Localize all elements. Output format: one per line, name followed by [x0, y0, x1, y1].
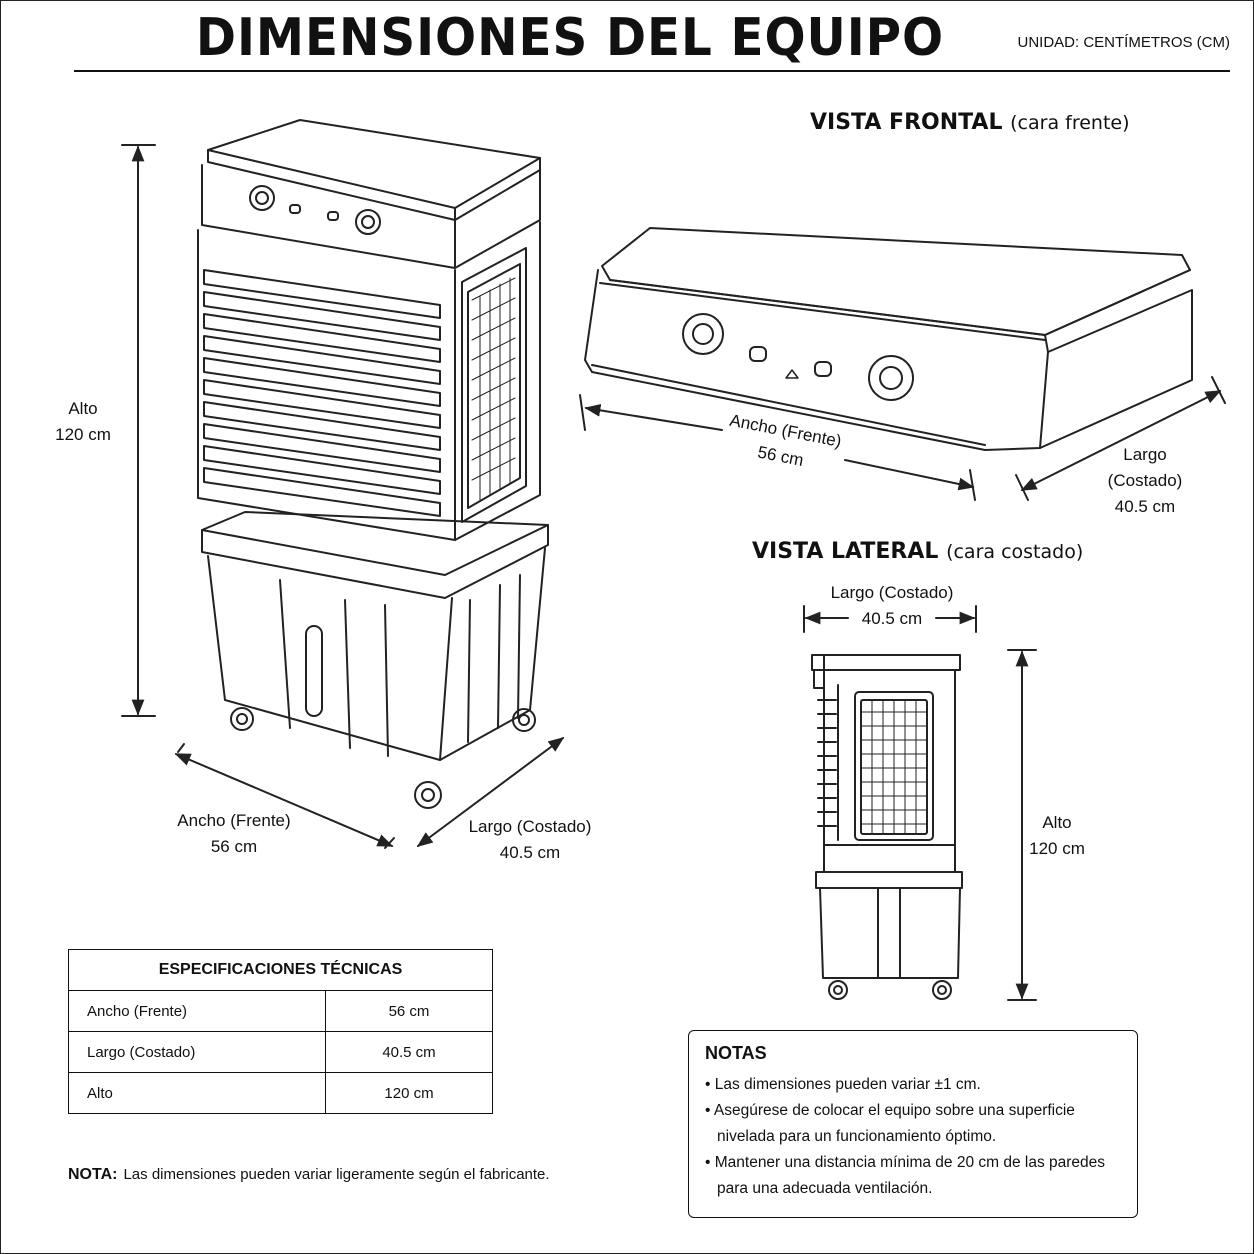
spec-table: ESPECIFICACIONES TÉCNICAS Ancho (Frente)… — [68, 949, 493, 1114]
main-cooler-drawing — [197, 119, 549, 809]
front-view-title: VISTA FRONTAL (cara frente) — [810, 110, 1130, 135]
spec-table-title: ESPECIFICACIONES TÉCNICAS — [68, 949, 493, 991]
table-row: Ancho (Frente) 56 cm — [68, 990, 493, 1032]
list-item: Las dimensiones pueden variar ±1 cm. — [705, 1072, 1121, 1098]
notes-box: NOTAS Las dimensiones pueden variar ±1 c… — [688, 1030, 1138, 1218]
notes-list: Las dimensiones pueden variar ±1 cm. Ase… — [705, 1072, 1121, 1202]
side-view-title: VISTA LATERAL (cara costado) — [752, 539, 1084, 564]
table-row: Largo (Costado) 40.5 cm — [68, 1031, 493, 1073]
spec-label: Largo (Costado) — [68, 1031, 326, 1073]
side-alto-label: Alto 120 cm — [1029, 813, 1085, 858]
side-view-dimension-lines — [803, 605, 1037, 1001]
table-row: Alto 120 cm — [68, 1072, 493, 1114]
spec-value: 56 cm — [325, 990, 493, 1032]
main-alto-label: Alto 120 cm — [55, 399, 111, 444]
page-title: DIMENSIONES DEL EQUIPO — [195, 8, 945, 68]
header-rule — [74, 70, 1230, 72]
side-view-drawing — [811, 654, 963, 1000]
main-dimension-lines — [121, 144, 565, 849]
spec-value: 120 cm — [325, 1072, 493, 1114]
list-item: Mantener una distancia mínima de 20 cm d… — [705, 1150, 1121, 1202]
front-view-dimension-lines — [579, 376, 1226, 501]
unit-label: UNIDAD: CENTÍMETROS (CM) — [1017, 34, 1231, 51]
main-largo-label: Largo (Costado) 40.5 cm — [468, 817, 592, 862]
front-view-drawing — [584, 227, 1193, 451]
side-largo-label: Largo (Costado) 40.5 cm — [830, 583, 954, 628]
front-largo-label: Largo (Costado) 40.5 cm — [1107, 445, 1183, 516]
spec-value: 40.5 cm — [325, 1031, 493, 1073]
notes-title: NOTAS — [705, 1043, 767, 1063]
spec-label: Ancho (Frente) — [68, 990, 326, 1032]
main-ancho-label: Ancho (Frente) 56 cm — [177, 811, 291, 856]
footnote: NOTA: Las dimensiones pueden variar liger… — [68, 1166, 550, 1184]
list-item: Asegúrese de colocar el equipo sobre una… — [705, 1098, 1121, 1150]
spec-label: Alto — [68, 1072, 326, 1114]
footnote-text: Las dimensiones pueden variar ligerament… — [123, 1166, 550, 1183]
footnote-label: NOTA: — [68, 1166, 118, 1183]
